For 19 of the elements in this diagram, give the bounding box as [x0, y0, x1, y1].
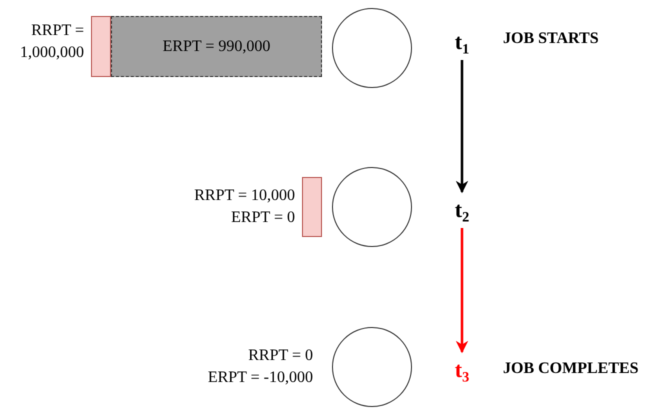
value-text: RRPT = 10,000: [194, 186, 295, 206]
value-text: RRPT = 1,000,000: [19, 21, 84, 63]
arrow: [456, 60, 468, 194]
circle: [332, 167, 412, 247]
bar: [302, 177, 322, 237]
time-label: t$_{3}$: [447, 354, 477, 386]
status-text: JOB COMPLETES: [503, 360, 639, 378]
shaded-box: [111, 16, 322, 77]
value-text: RRPT = 0: [248, 346, 313, 366]
status-text: JOB STARTS: [503, 30, 599, 48]
circle: [332, 8, 412, 88]
arrow: [456, 228, 468, 354]
value-text: ERPT = -10,000: [208, 368, 313, 388]
box-label: ERPT = 990,000: [162, 36, 270, 56]
value-text: ERPT = 0: [231, 208, 295, 228]
circle: [332, 327, 412, 407]
time-label: t$_{2}$: [447, 194, 477, 226]
time-label: t$_{1}$: [447, 26, 477, 58]
bar: [91, 16, 111, 77]
